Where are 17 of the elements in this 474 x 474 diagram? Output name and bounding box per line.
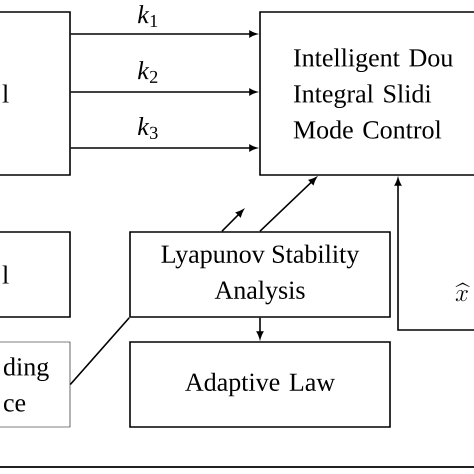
- arrow: [394, 178, 474, 331]
- arrow: [256, 318, 264, 339]
- edge-label: k$_{1}$: [136, 4, 160, 28]
- edge-label: k$_{2}$: [136, 60, 160, 84]
- process-box: ding ce: [0, 342, 70, 428]
- process-box: Lyapunov Stability Analysis: [129, 231, 391, 318]
- arrow: [70, 30, 257, 38]
- process-box: Intelligent Dou Integral Slidi Mode Control: [259, 11, 474, 176]
- process-box: l: [0, 231, 71, 318]
- arrow: [221, 209, 244, 232]
- arrow: [70, 88, 257, 96]
- process-box: Adaptive Law: [129, 341, 391, 428]
- process-box: l: [0, 11, 71, 176]
- arrow: [70, 144, 257, 152]
- arrow: [259, 177, 317, 232]
- edge-label: $\widehat{x}$: [454, 282, 470, 302]
- edge-label: k$_{3}$: [136, 116, 160, 140]
